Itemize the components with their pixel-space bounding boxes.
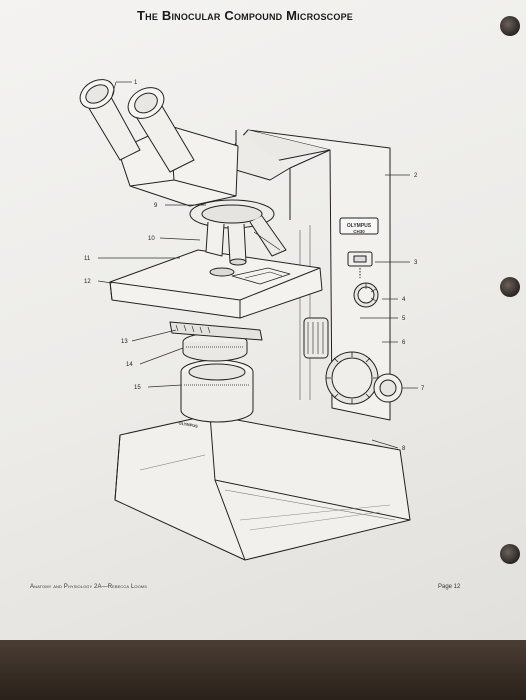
condenser — [182, 332, 248, 362]
mechanical-stage — [109, 249, 323, 319]
binder-hole-middle — [500, 277, 520, 297]
brand-model: CH30 — [353, 229, 365, 234]
page-title: The Binocular Compound Microscope — [137, 8, 353, 23]
leader-lines — [97, 81, 418, 449]
label-6: 6 — [402, 340, 406, 346]
brand-name: OLYMPUS — [347, 223, 372, 229]
label-4: 4 — [402, 297, 406, 303]
base-brand: OLYMPUS — [178, 420, 198, 428]
label-7: 7 — [421, 386, 425, 392]
label-3: 3 — [414, 260, 418, 266]
label-8: 8 — [402, 446, 406, 452]
footer-course: Anatomy and Physiology 2A—Rebecca Looms — [30, 584, 148, 590]
label-13: 13 — [121, 339, 128, 345]
iris-diaphragm — [169, 321, 263, 341]
binder-hole-bottom — [500, 544, 520, 564]
illuminator — [180, 359, 254, 423]
label-15: 15 — [134, 385, 141, 391]
ocular-lens-right — [127, 87, 195, 173]
label-10: 10 — [148, 236, 155, 242]
label-9: 9 — [154, 203, 158, 209]
footer-page-number: Page 12 — [438, 584, 461, 590]
binder-hole-top — [500, 16, 520, 36]
light-switch — [347, 251, 373, 278]
label-1: 1 — [134, 80, 138, 86]
background-surface — [0, 640, 526, 700]
label-2: 2 — [414, 173, 418, 179]
objective-lenses — [205, 215, 287, 266]
microscope-diagram: OLYMPUS CH30 OLYMPUS 1 2 3 4 5 6 7 8 9 1… — [79, 79, 425, 561]
label-14: 14 — [126, 362, 133, 368]
stage-control-knob — [303, 317, 329, 359]
light-intensity-knob — [353, 282, 379, 308]
label-5: 5 — [402, 316, 406, 322]
ocular-lens-left — [79, 79, 141, 161]
label-12: 12 — [84, 279, 91, 285]
microscope-arm — [229, 129, 391, 421]
microscope-base — [114, 414, 411, 561]
coarse-focus-knob — [325, 351, 379, 405]
brand-plate — [339, 217, 379, 235]
fine-focus-knob — [373, 373, 403, 403]
label-11: 11 — [84, 256, 91, 262]
